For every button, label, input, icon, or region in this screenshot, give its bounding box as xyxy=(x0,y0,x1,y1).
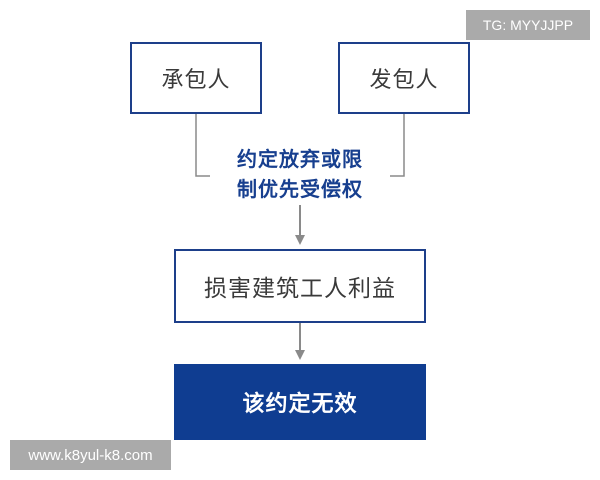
contractor-box: 承包人 xyxy=(130,42,262,114)
site-watermark-text: www.k8yul-k8.com xyxy=(28,446,153,464)
site-watermark: www.k8yul-k8.com xyxy=(10,440,171,470)
tg-watermark-text: TG: MYYJJPP xyxy=(482,17,574,33)
tg-watermark: TG: MYYJJPP xyxy=(466,10,590,40)
result-box: 该约定无效 xyxy=(174,364,426,440)
employer-box: 发包人 xyxy=(338,42,470,114)
agreement-label: 约定放弃或限 制优先受偿权 xyxy=(210,144,390,204)
condition-box: 损害建筑工人利益 xyxy=(174,249,426,323)
agreement-label-line-2: 制优先受偿权 xyxy=(237,177,363,201)
agreement-label-line-1: 约定放弃或限 xyxy=(237,147,363,171)
result-label: 该约定无效 xyxy=(242,392,358,417)
condition-label: 损害建筑工人利益 xyxy=(204,276,396,302)
contractor-label: 承包人 xyxy=(161,68,231,93)
employer-label: 发包人 xyxy=(369,68,439,93)
